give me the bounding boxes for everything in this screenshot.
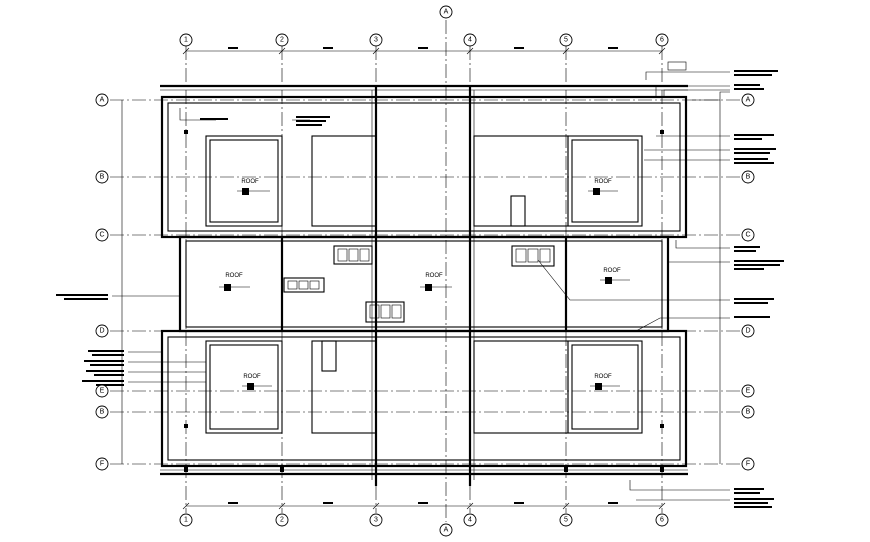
grid-label: 2 xyxy=(280,37,284,44)
grid-label: 5 xyxy=(564,37,568,44)
grid-label: A xyxy=(444,527,449,534)
roof-label: ROOF xyxy=(594,374,612,380)
grid-label: F xyxy=(746,461,750,468)
grid-label: C xyxy=(99,232,104,239)
grid-label: 3 xyxy=(374,37,378,44)
grid-label: 3 xyxy=(374,517,378,524)
grid-label: E xyxy=(746,388,751,395)
roof-label: ROOF xyxy=(603,268,621,274)
grid-label: B xyxy=(746,409,751,416)
left-notes xyxy=(56,108,330,386)
roof-drains xyxy=(219,188,630,390)
grid-label: B xyxy=(100,409,105,416)
skylights xyxy=(283,245,555,323)
row-gridlines xyxy=(110,99,740,465)
grid-label: D xyxy=(99,328,104,335)
grid-label: 4 xyxy=(468,517,472,524)
grid-label: B xyxy=(746,174,751,181)
roof-areas xyxy=(205,135,643,434)
grid-label: 2 xyxy=(280,517,284,524)
column-bubbles-bottom: 1 2 3 4 5 6 A xyxy=(179,513,669,537)
row-bubbles-right: A B C D E B F xyxy=(741,93,755,471)
building-outline xyxy=(160,84,688,486)
roof-label: ROOF xyxy=(225,273,243,279)
column-bubbles-top: 1 2 3 4 5 6 A xyxy=(179,5,669,47)
roof-label: ROOF xyxy=(425,273,443,279)
dimension-lines xyxy=(121,47,721,510)
grid-label: E xyxy=(100,388,105,395)
column-markers xyxy=(184,130,664,472)
grid-label: A xyxy=(746,97,751,104)
grid-label: F xyxy=(100,461,104,468)
column-gridlines xyxy=(185,20,663,522)
right-notes xyxy=(537,61,784,508)
grid-label: D xyxy=(745,328,750,335)
grid-label: B xyxy=(100,174,105,181)
row-bubbles-left: A B C D E B F xyxy=(95,93,109,471)
roof-label: ROOF xyxy=(594,179,612,185)
grid-label: 6 xyxy=(660,37,664,44)
grid-label: 5 xyxy=(564,517,568,524)
roof-label: ROOF xyxy=(241,179,259,185)
grid-label: A xyxy=(444,9,449,16)
grid-label: 6 xyxy=(660,517,664,524)
roof-label: ROOF xyxy=(243,374,261,380)
grid-label: 4 xyxy=(468,37,472,44)
grid-label: C xyxy=(745,232,750,239)
grid-label: 1 xyxy=(184,37,188,44)
roof-labels: ROOF ROOF ROOF ROOF ROOF ROOF ROOF xyxy=(225,179,621,380)
grid-label: 1 xyxy=(184,517,188,524)
grid-label: A xyxy=(100,97,105,104)
